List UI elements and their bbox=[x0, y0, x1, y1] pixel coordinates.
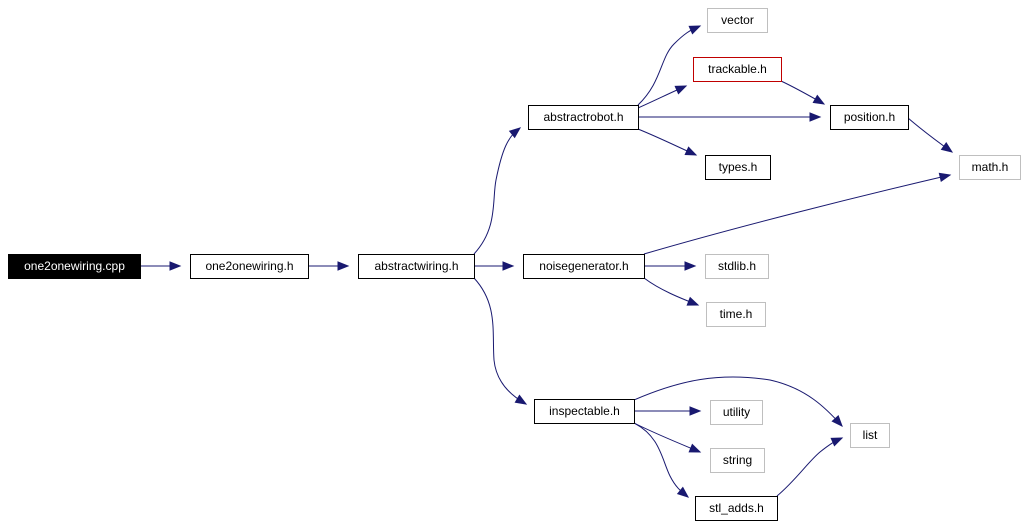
node-one2onewiring-cpp[interactable]: one2onewiring.cpp bbox=[8, 254, 141, 279]
node-box bbox=[710, 400, 763, 425]
arrow-head bbox=[688, 25, 702, 35]
node-box bbox=[710, 448, 765, 473]
edge-one2onewiring_cpp-to-one2onewiring_h bbox=[140, 261, 182, 271]
node-label: vector bbox=[721, 13, 754, 27]
node-string[interactable]: string bbox=[710, 448, 765, 473]
node-label: abstractwiring.h bbox=[374, 259, 458, 273]
edge-line bbox=[643, 174, 951, 255]
edge-stl_adds_h-to-list bbox=[776, 437, 844, 497]
arrow-head bbox=[684, 146, 698, 156]
node-box bbox=[706, 302, 766, 327]
arrow-head bbox=[337, 261, 350, 271]
edge-noisegenerator_h-to-stdlib_h bbox=[644, 261, 697, 271]
node-types-h[interactable]: types.h bbox=[705, 155, 771, 180]
node-box bbox=[707, 8, 768, 33]
node-box bbox=[695, 496, 778, 521]
node-label: stdlib.h bbox=[718, 259, 756, 273]
arrow-head bbox=[688, 443, 702, 453]
node-math-h[interactable]: math.h bbox=[959, 155, 1021, 180]
node-position-h[interactable]: position.h bbox=[830, 105, 909, 130]
arrow-head bbox=[502, 261, 515, 271]
arrow-head bbox=[514, 394, 528, 405]
node-abstractrobot-h[interactable]: abstractrobot.h bbox=[528, 105, 639, 130]
arrow-head bbox=[508, 127, 522, 139]
node-abstractwiring-h[interactable]: abstractwiring.h bbox=[358, 254, 475, 279]
edge-noisegenerator_h-to-time_h bbox=[643, 277, 700, 306]
edge-abstractrobot_h-to-position_h bbox=[638, 112, 822, 122]
node-time-h[interactable]: time.h bbox=[706, 302, 766, 327]
node-noisegenerator-h[interactable]: noisegenerator.h bbox=[523, 254, 645, 279]
edge-line bbox=[633, 422, 689, 498]
node-stl-adds-h[interactable]: stl_adds.h bbox=[695, 496, 778, 521]
node-box bbox=[830, 105, 909, 130]
node-one2onewiring-h[interactable]: one2onewiring.h bbox=[190, 254, 309, 279]
node-label: list bbox=[863, 428, 878, 442]
arrow-head bbox=[684, 261, 697, 271]
edge-abstractrobot_h-to-types_h bbox=[637, 128, 698, 156]
node-label: math.h bbox=[972, 160, 1009, 174]
node-label: inspectable.h bbox=[549, 404, 620, 418]
arrow-head bbox=[831, 415, 843, 427]
node-box bbox=[850, 423, 890, 448]
node-label: utility bbox=[723, 405, 750, 419]
edges-layer bbox=[140, 25, 954, 498]
edge-line bbox=[633, 422, 701, 453]
edge-line bbox=[473, 277, 527, 405]
node-box bbox=[358, 254, 475, 279]
node-label: noisegenerator.h bbox=[539, 259, 628, 273]
node-label: abstractrobot.h bbox=[543, 110, 623, 124]
node-utility[interactable]: utility bbox=[710, 400, 763, 425]
arrow-head bbox=[674, 85, 688, 95]
node-vector[interactable]: vector bbox=[707, 8, 768, 33]
edge-one2onewiring_h-to-abstractwiring_h bbox=[308, 261, 350, 271]
arrow-head bbox=[940, 142, 954, 153]
node-box bbox=[705, 155, 771, 180]
arrow-head bbox=[689, 406, 702, 416]
edge-trackable_h-to-position_h bbox=[780, 80, 826, 105]
nodes-layer: one2onewiring.cpp one2onewiring.h abstract… bbox=[8, 8, 1021, 521]
edge-line bbox=[633, 376, 843, 427]
arrow-head bbox=[830, 437, 844, 447]
arrow-head bbox=[169, 261, 182, 271]
edge-inspectable_h-to-stl_adds_h bbox=[633, 422, 690, 498]
edge-line bbox=[776, 437, 843, 497]
arrow-head bbox=[676, 486, 690, 498]
arrow-head bbox=[809, 112, 822, 122]
node-box bbox=[190, 254, 309, 279]
node-label: one2onewiring.h bbox=[205, 259, 293, 273]
node-box bbox=[959, 155, 1021, 180]
node-label: stl_adds.h bbox=[709, 501, 764, 515]
arrow-head bbox=[812, 94, 826, 105]
edge-noisegenerator_h-to-math_h bbox=[643, 172, 952, 255]
node-box bbox=[705, 254, 769, 279]
edge-abstractwiring_h-to-noisegenerator_h bbox=[474, 261, 515, 271]
node-label: position.h bbox=[844, 110, 895, 124]
node-inspectable-h[interactable]: inspectable.h bbox=[534, 399, 635, 424]
edge-abstractrobot_h-to-vector bbox=[637, 25, 702, 106]
node-label: types.h bbox=[719, 160, 758, 174]
arrow-head bbox=[686, 296, 700, 306]
node-box bbox=[523, 254, 645, 279]
node-label: one2onewiring.cpp bbox=[24, 259, 125, 273]
edge-position_h-to-math_h bbox=[907, 117, 954, 153]
edge-inspectable_h-to-utility bbox=[634, 406, 702, 416]
node-box bbox=[528, 105, 639, 130]
edge-inspectable_h-to-string bbox=[633, 422, 702, 453]
node-label: trackable.h bbox=[708, 62, 767, 76]
node-box bbox=[8, 254, 141, 279]
edge-abstractwiring_h-to-inspectable_h bbox=[473, 277, 528, 405]
edge-abstractwiring_h-to-abstractrobot_h bbox=[473, 127, 522, 255]
node-trackable-h[interactable]: trackable.h bbox=[693, 57, 782, 82]
node-label: time.h bbox=[720, 307, 753, 321]
node-box bbox=[693, 57, 782, 82]
node-list[interactable]: list bbox=[850, 423, 890, 448]
edge-line bbox=[473, 127, 521, 255]
node-stdlib-h[interactable]: stdlib.h bbox=[705, 254, 769, 279]
edge-abstractrobot_h-to-trackable_h bbox=[637, 85, 688, 109]
arrow-head bbox=[938, 172, 952, 183]
node-label: string bbox=[723, 453, 752, 467]
node-box bbox=[534, 399, 635, 424]
edge-inspectable_h-to-list bbox=[633, 376, 843, 427]
